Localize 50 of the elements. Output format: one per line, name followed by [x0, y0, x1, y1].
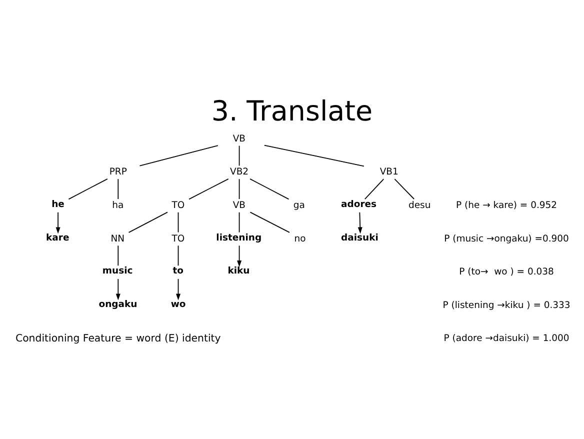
- label: P (adore →daisuki) = 1.000: [444, 332, 570, 344]
- node-text: VB: [232, 132, 246, 144]
- node-text: VB2: [230, 166, 249, 178]
- arrow: [237, 244, 242, 266]
- arrow: [116, 278, 120, 300]
- node-text: no: [294, 232, 306, 244]
- node-text: ha: [112, 199, 124, 210]
- node-text: to: [172, 265, 184, 276]
- node-text: kare: [46, 232, 70, 243]
- connector: [139, 144, 218, 166]
- connector: [238, 211, 240, 232]
- connector: [264, 144, 364, 166]
- label: Conditioning Feature = word (E) identity: [16, 332, 221, 344]
- connector: [188, 178, 229, 200]
- node-text: NN: [110, 232, 125, 244]
- connector: [250, 178, 290, 200]
- arrow: [358, 211, 362, 234]
- arrow: [56, 211, 60, 234]
- node-text: ongaku: [98, 298, 138, 310]
- node-text: TO: [172, 232, 185, 244]
- node-text: VB1: [380, 166, 398, 178]
- node-text: music: [102, 265, 133, 276]
- connector: [178, 211, 179, 232]
- node-text: listening: [216, 232, 262, 243]
- node-text: ga: [293, 199, 305, 210]
- connector: [178, 244, 179, 266]
- arrow: [176, 278, 181, 300]
- connector: [238, 144, 240, 166]
- connector: [364, 178, 384, 199]
- node-text: adores: [341, 198, 377, 210]
- label: P (to→ wo ) = 0.038: [459, 266, 554, 278]
- connector: [250, 211, 290, 232]
- connector: [394, 178, 415, 199]
- connector: [238, 178, 240, 199]
- connector: [128, 211, 168, 232]
- node-text: kiku: [228, 265, 250, 276]
- node-text: desu: [408, 199, 431, 210]
- label: P (listening →kiku ) = 0.333: [442, 299, 570, 310]
- label: P (music →ongaku) =0.900: [444, 232, 569, 244]
- connector: [118, 178, 119, 199]
- node-text: he: [52, 198, 64, 210]
- node-text: wo: [170, 298, 186, 310]
- node-text: daisuki: [341, 232, 378, 243]
- connector: [68, 178, 108, 200]
- node-text: VB: [232, 199, 246, 210]
- node-text: TO: [172, 199, 185, 210]
- diagram-title: 3. Translate: [211, 94, 373, 128]
- node-text: PRP: [109, 166, 127, 178]
- connector: [118, 244, 119, 266]
- label: P (he → kare) = 0.952: [456, 199, 558, 210]
